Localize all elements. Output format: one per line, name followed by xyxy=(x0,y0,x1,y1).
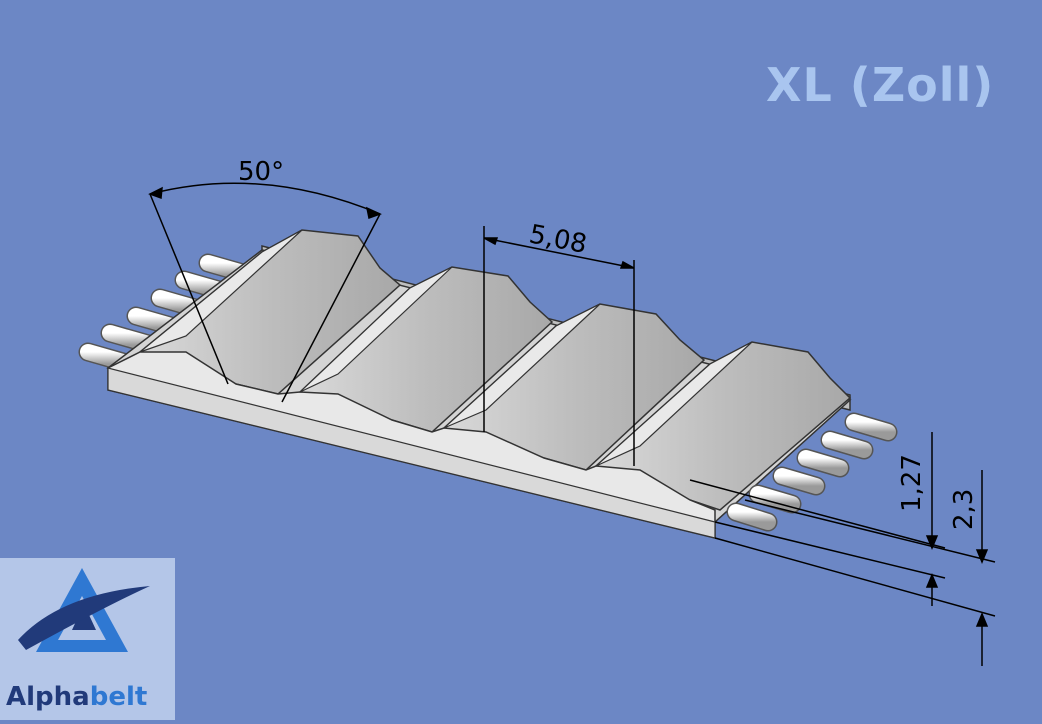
height-dimensions xyxy=(689,432,996,666)
angle-label: 50° xyxy=(238,157,284,187)
brand-part-alpha: Alpha xyxy=(6,682,90,712)
thickness-label: 2,3 xyxy=(949,489,979,530)
page-title: XL (Zoll) xyxy=(766,58,995,112)
tooth-height-label: 1,27 xyxy=(897,454,927,512)
alphabelt-logo-icon xyxy=(0,558,175,720)
angle-dimension xyxy=(148,182,382,403)
pitch-label: 5,08 xyxy=(527,219,590,259)
brand-part-belt: belt xyxy=(89,682,148,712)
cords-right xyxy=(726,412,898,532)
pitch-dimension xyxy=(483,226,635,466)
belt-body xyxy=(106,229,852,539)
brand-wordmark: Alphabelt xyxy=(6,682,147,712)
